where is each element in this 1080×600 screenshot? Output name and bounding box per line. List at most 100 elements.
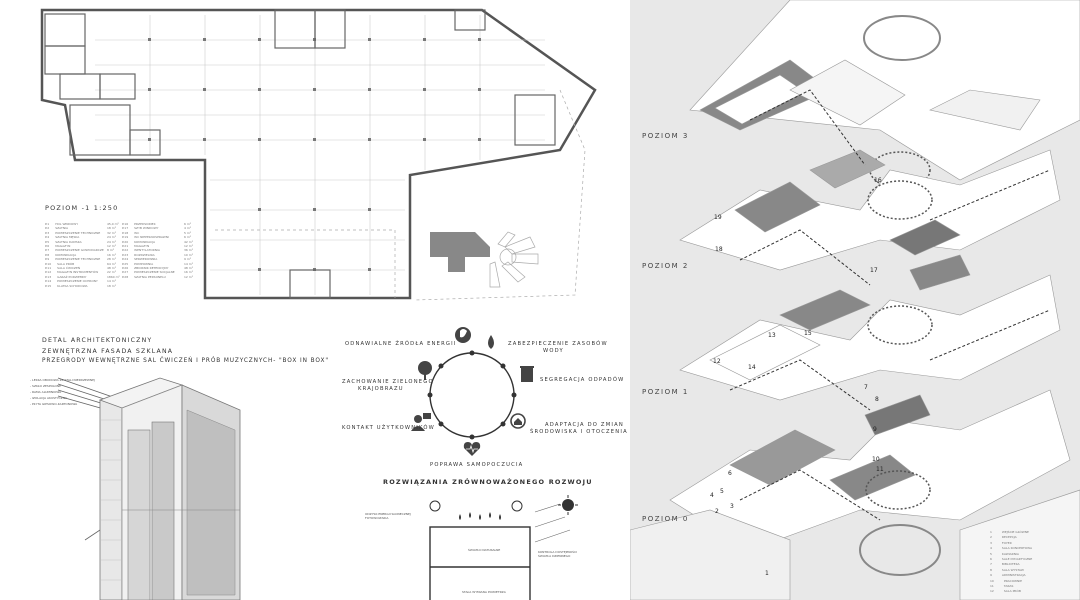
sustain-energy: ODNAWIALNE ŹRÓDŁA ENERGII [345,341,457,347]
legend-area: 64 m² [107,261,116,266]
legend-area: 12 m² [107,244,116,248]
axo-legend-text: SALE DYDAKTYCZNE [1001,557,1033,561]
plan-room [514,94,556,146]
axo-number: 17 [870,267,878,274]
key-plan [430,231,539,288]
plan-room [289,269,331,299]
axo-number: 2 [715,508,719,515]
axo-level-2 [679,149,1061,271]
leaf-plug-icon [455,327,471,343]
axo-number: 13 [768,332,776,339]
plan-room [59,73,101,100]
legend-name: MAGAZYN [134,244,150,248]
plan-dashed-contour [215,229,396,298]
legend-code: P.17 [122,226,129,231]
axo-legend-text: BIBLIOTEKA [1001,562,1020,567]
plan-room [274,9,316,49]
legend-area: 24 m² [107,235,116,240]
legend-area: 6 m² [184,222,191,226]
legend-area: 16 m² [184,270,193,275]
plan-room [44,13,86,47]
legend-name: SZATNIA [55,226,69,231]
legend-area: 12 m² [184,244,193,248]
users-chat-icon [411,413,431,431]
facade-glass-panel [151,421,175,600]
legend-area: 48 m² [184,266,193,270]
legend-code: P.21 [122,244,129,248]
axo-level-1 [679,254,1061,401]
legend-name: POMIESZCZENIE SOCJALNE [134,270,175,275]
section-note-air: STAŁA WYMIANA POWIETRZA [462,590,506,594]
legend-area: 45,0 m² [107,222,119,226]
axo-legend-text: PRACOWNIE [1003,578,1023,583]
legend-code: P.15 [45,283,52,288]
legend-name: POMPOWNIA [134,261,154,266]
axo-legend-number: 12 [990,589,994,594]
legend-name: SZYB WINDOWY [134,226,159,231]
water-drop-icon [488,335,494,349]
axo-legend-number: 1 [990,530,992,534]
level-label-3: POZIOM 3 [642,132,689,140]
axo-number: 10 [872,456,880,463]
legend-code: P.4 [45,235,50,240]
legend-code: P.12 [45,270,52,275]
legend-code: P.25 [122,261,129,266]
legend-name: KLATKA SCHODOWA [57,283,88,288]
plan-room [69,104,131,156]
legend-code: P.26 [122,266,129,270]
legend-area: 22 m² [107,270,116,275]
legend-name: WC NIEPEŁNOSPRAWNI [134,235,169,240]
axo-number: 3 [730,503,734,510]
detail-note: - IZOLACJA AKUSTYCZNA [30,396,67,400]
sustain-waste: SEGREGACJA ODPADÓW [540,377,625,383]
sustain-title: ROZWIĄZANIA ZRÓWNOWAŻONEGO ROZWOJU [383,478,593,486]
legend-area: 18 m² [107,283,116,288]
right-panel: POZIOM 3 POZIOM 2 POZIOM 1 POZIOM 0 19 1… [630,0,1080,600]
legend-name: WC [134,230,140,235]
axo-number: 6 [728,470,732,477]
axo-legend-text: SALA PRÓB [1003,589,1021,594]
axo-legend-text: WEJŚCIE GŁÓWNE [1001,530,1029,534]
axo-number: 12 [713,358,721,365]
legend-name: POMIESZCZENIE TECHNICZNE [55,257,101,262]
axo-legend-text: KAWIARNIA [1001,551,1019,556]
axo-legend-number: 2 [990,535,992,540]
legend-name: SZATNIA DAMSKA [55,239,82,244]
legend-row: P.21 MAGAZYN 12 m² [122,244,193,248]
axo-legend-text: SALA KONCERTOWA [1001,546,1032,551]
legend-code: P.5 [45,239,50,244]
legend-area: 28 m² [107,257,116,262]
detail-note: - PŁYTA GIPSOWO-KARTONOWA [30,402,78,406]
legend-code: P.10 [45,261,52,266]
sustain-water-2: WODY [543,348,564,354]
plan-room [314,9,346,49]
legend-name: SERWEROWNIA [134,257,158,262]
legend-area: 36 m² [184,248,193,253]
recycle-house-icon [510,413,526,429]
axo-number: 4 [710,492,714,499]
legend-code: P.8 [45,252,50,257]
legend-name: ROZDZIELNIA [134,252,155,257]
legend-code: P.14 [45,279,52,284]
axo-number: 8 [875,396,879,403]
legend-name: MAGAZYN [55,244,71,248]
legend-code: P.18 [122,230,129,235]
detail-note: - LEKKA OBUDOWA ZE STALI NIERDZEWNEJ [30,378,95,382]
legend-code: P.27 [122,270,129,275]
sustain-adapt-2: ŚRODOWISKA I OTOCZENIA [530,429,628,435]
section-note-light: ŚWIATŁO NATURALNE [468,548,501,552]
